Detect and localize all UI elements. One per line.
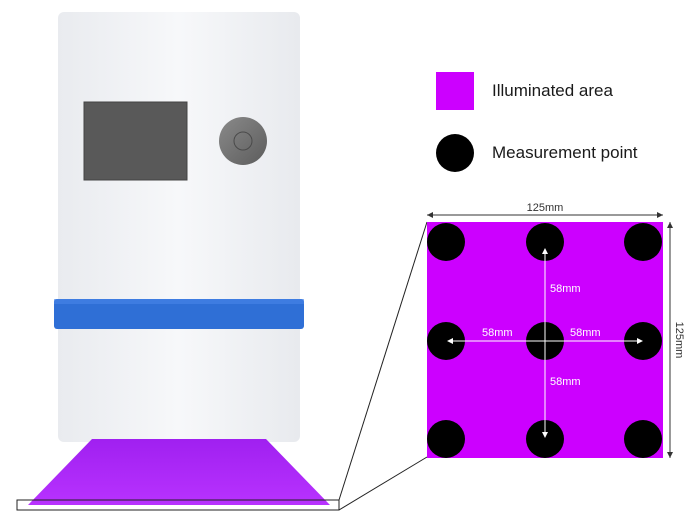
- measurement-point: [526, 420, 564, 458]
- floor-outline: [16, 499, 340, 511]
- measurement-swatch: [436, 134, 474, 172]
- legend-label-measurement: Measurement point: [492, 143, 638, 162]
- legend: Illuminated area Measurement point: [436, 72, 676, 196]
- device-knob-center: [233, 131, 253, 151]
- measurement-point: [624, 420, 662, 458]
- legend-label-illuminated: Illuminated area: [492, 81, 613, 100]
- device-band-highlight: [54, 299, 304, 304]
- device-screen: [83, 101, 188, 181]
- measurement-point: [427, 420, 465, 458]
- spacing-label-left: 58mm: [482, 327, 513, 339]
- measurement-grid: [427, 223, 662, 458]
- spacing-label-up: 58mm: [550, 283, 581, 295]
- zoom-line-top: [338, 221, 428, 501]
- device-knob: [219, 117, 267, 165]
- device-body: [58, 12, 300, 442]
- width-dimension: [427, 212, 663, 218]
- height-label: 125mm: [673, 322, 685, 359]
- spacing-label-down: 58mm: [550, 376, 581, 388]
- measurement-point: [526, 223, 564, 261]
- measurement-point: [427, 322, 465, 360]
- measurement-point: [427, 223, 465, 261]
- width-label: 125mm: [527, 202, 564, 214]
- zoom-line-bottom: [338, 456, 428, 511]
- illuminated-swatch: [436, 72, 474, 110]
- spacing-arrows: [447, 248, 643, 438]
- legend-item-measurement: Measurement point: [436, 134, 676, 174]
- legend-item-illuminated: Illuminated area: [436, 72, 676, 112]
- device: [54, 12, 304, 442]
- illuminated-beam: [28, 439, 330, 505]
- device-band: [54, 299, 304, 329]
- measurement-point: [624, 223, 662, 261]
- height-dimension: [667, 222, 673, 458]
- spacing-label-right: 58mm: [570, 327, 601, 339]
